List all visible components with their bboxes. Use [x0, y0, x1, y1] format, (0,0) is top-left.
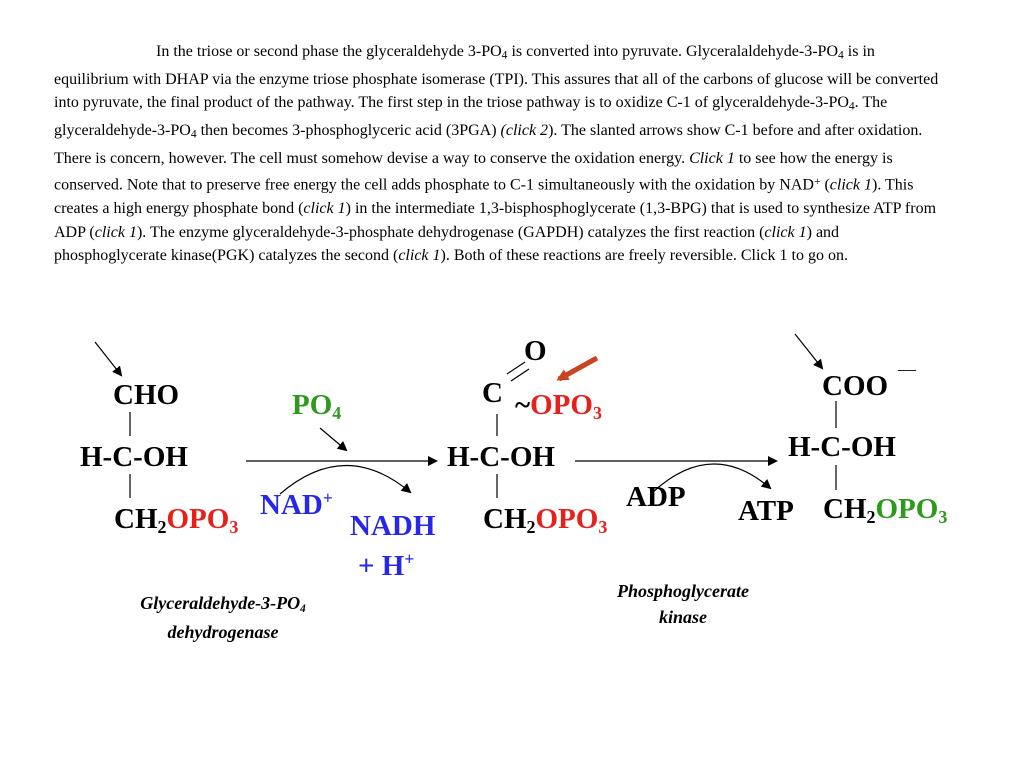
right-coo-label: COO [822, 370, 889, 402]
nadh-label: NADH [350, 510, 436, 542]
adp-label: ADP [626, 481, 686, 513]
c1-pointer-arrow-left [94, 341, 123, 377]
right-hcoh-label: H-C-OH [788, 431, 896, 463]
paragraph-run: . The glyceraldehyde-3-PO [54, 94, 888, 140]
paragraph-run: Click 1 [689, 150, 735, 168]
middle-o-label: O [524, 335, 547, 367]
c1-pointer-arrow-right [794, 333, 824, 370]
paragraph-run: click 1 [94, 223, 137, 241]
po4-label: PO4 [292, 389, 342, 424]
po4-arrow [319, 427, 348, 452]
nad-curved-arrow [279, 464, 412, 495]
paragraph-run: 4 [848, 100, 855, 113]
double-bond-line-1 [506, 361, 526, 375]
middle-opo3-label: ~OPO3 [515, 389, 602, 424]
paragraph-run: then becomes 3-phosphoglyceric acid (3PG… [196, 122, 501, 140]
right-coo-charge: — [898, 359, 916, 379]
middle-ch2opo3-label: CH2OPO3 [483, 503, 608, 538]
enzyme2-caption: Phosphoglycerate kinase [617, 581, 749, 627]
right-ch2opo3-label: CH2OPO3 [823, 493, 948, 528]
paragraph-run: click 1 [398, 247, 441, 265]
paragraph-run: ( [820, 176, 830, 194]
paragraph-run: click 1 [764, 223, 807, 241]
paragraph-run: 4 [190, 128, 197, 141]
paragraph-run: In the triose or second phase the glycer… [156, 43, 502, 60]
paragraph-run: is converted into pyruvate. Glyceralalde… [507, 43, 838, 60]
description-paragraph: In the triose or second phase the glycer… [54, 40, 946, 268]
middle-c-label: C [482, 377, 503, 409]
h-plus-label: + H+ [358, 549, 415, 582]
paragraph-run: ). The slanted arrows show C-1 before an… [54, 122, 923, 168]
paragraph-run: (click 2 [500, 122, 549, 140]
double-bond-line-2 [510, 368, 530, 382]
paragraph-run: + [813, 175, 821, 188]
paragraph-run: is in equilibrium with DHAP via the enzy… [54, 43, 939, 112]
left-ch2opo3-label: CH2OPO3 [114, 503, 239, 538]
paragraph-run: ) in the intermediate 1,3-bisphosphoglyc… [54, 200, 937, 241]
paragraph-run: 4 [501, 49, 508, 62]
left-hcoh-label: H-C-OH [80, 441, 188, 473]
nad-label: NAD+ [260, 488, 333, 521]
paragraph-run: ). Both of these reactions are freely re… [440, 247, 848, 265]
paragraph-run: 4 [838, 49, 844, 62]
paragraph-run: ). This creates a high energy phosphate … [54, 176, 914, 218]
high-energy-bond-arrow [556, 355, 599, 382]
paragraph-run: to see how the energy is conserved. Note… [54, 150, 893, 194]
paragraph-run: ). The enzyme glyceraldehyde-3-phosphate… [136, 223, 765, 241]
paragraph-run: click 1 [303, 200, 346, 218]
enzyme1-caption: Glyceraldehyde-3-PO4 dehydrogenase [140, 593, 306, 642]
paragraph-run: ) and phosphoglycerate kinase(PGK) catal… [54, 223, 840, 265]
adp-curved-arrow [652, 463, 772, 493]
paragraph-run: click 1 [829, 176, 872, 194]
middle-hcoh-label: H-C-OH [447, 441, 555, 473]
left-cho-label: CHO [113, 379, 180, 411]
atp-label: ATP [738, 495, 794, 527]
